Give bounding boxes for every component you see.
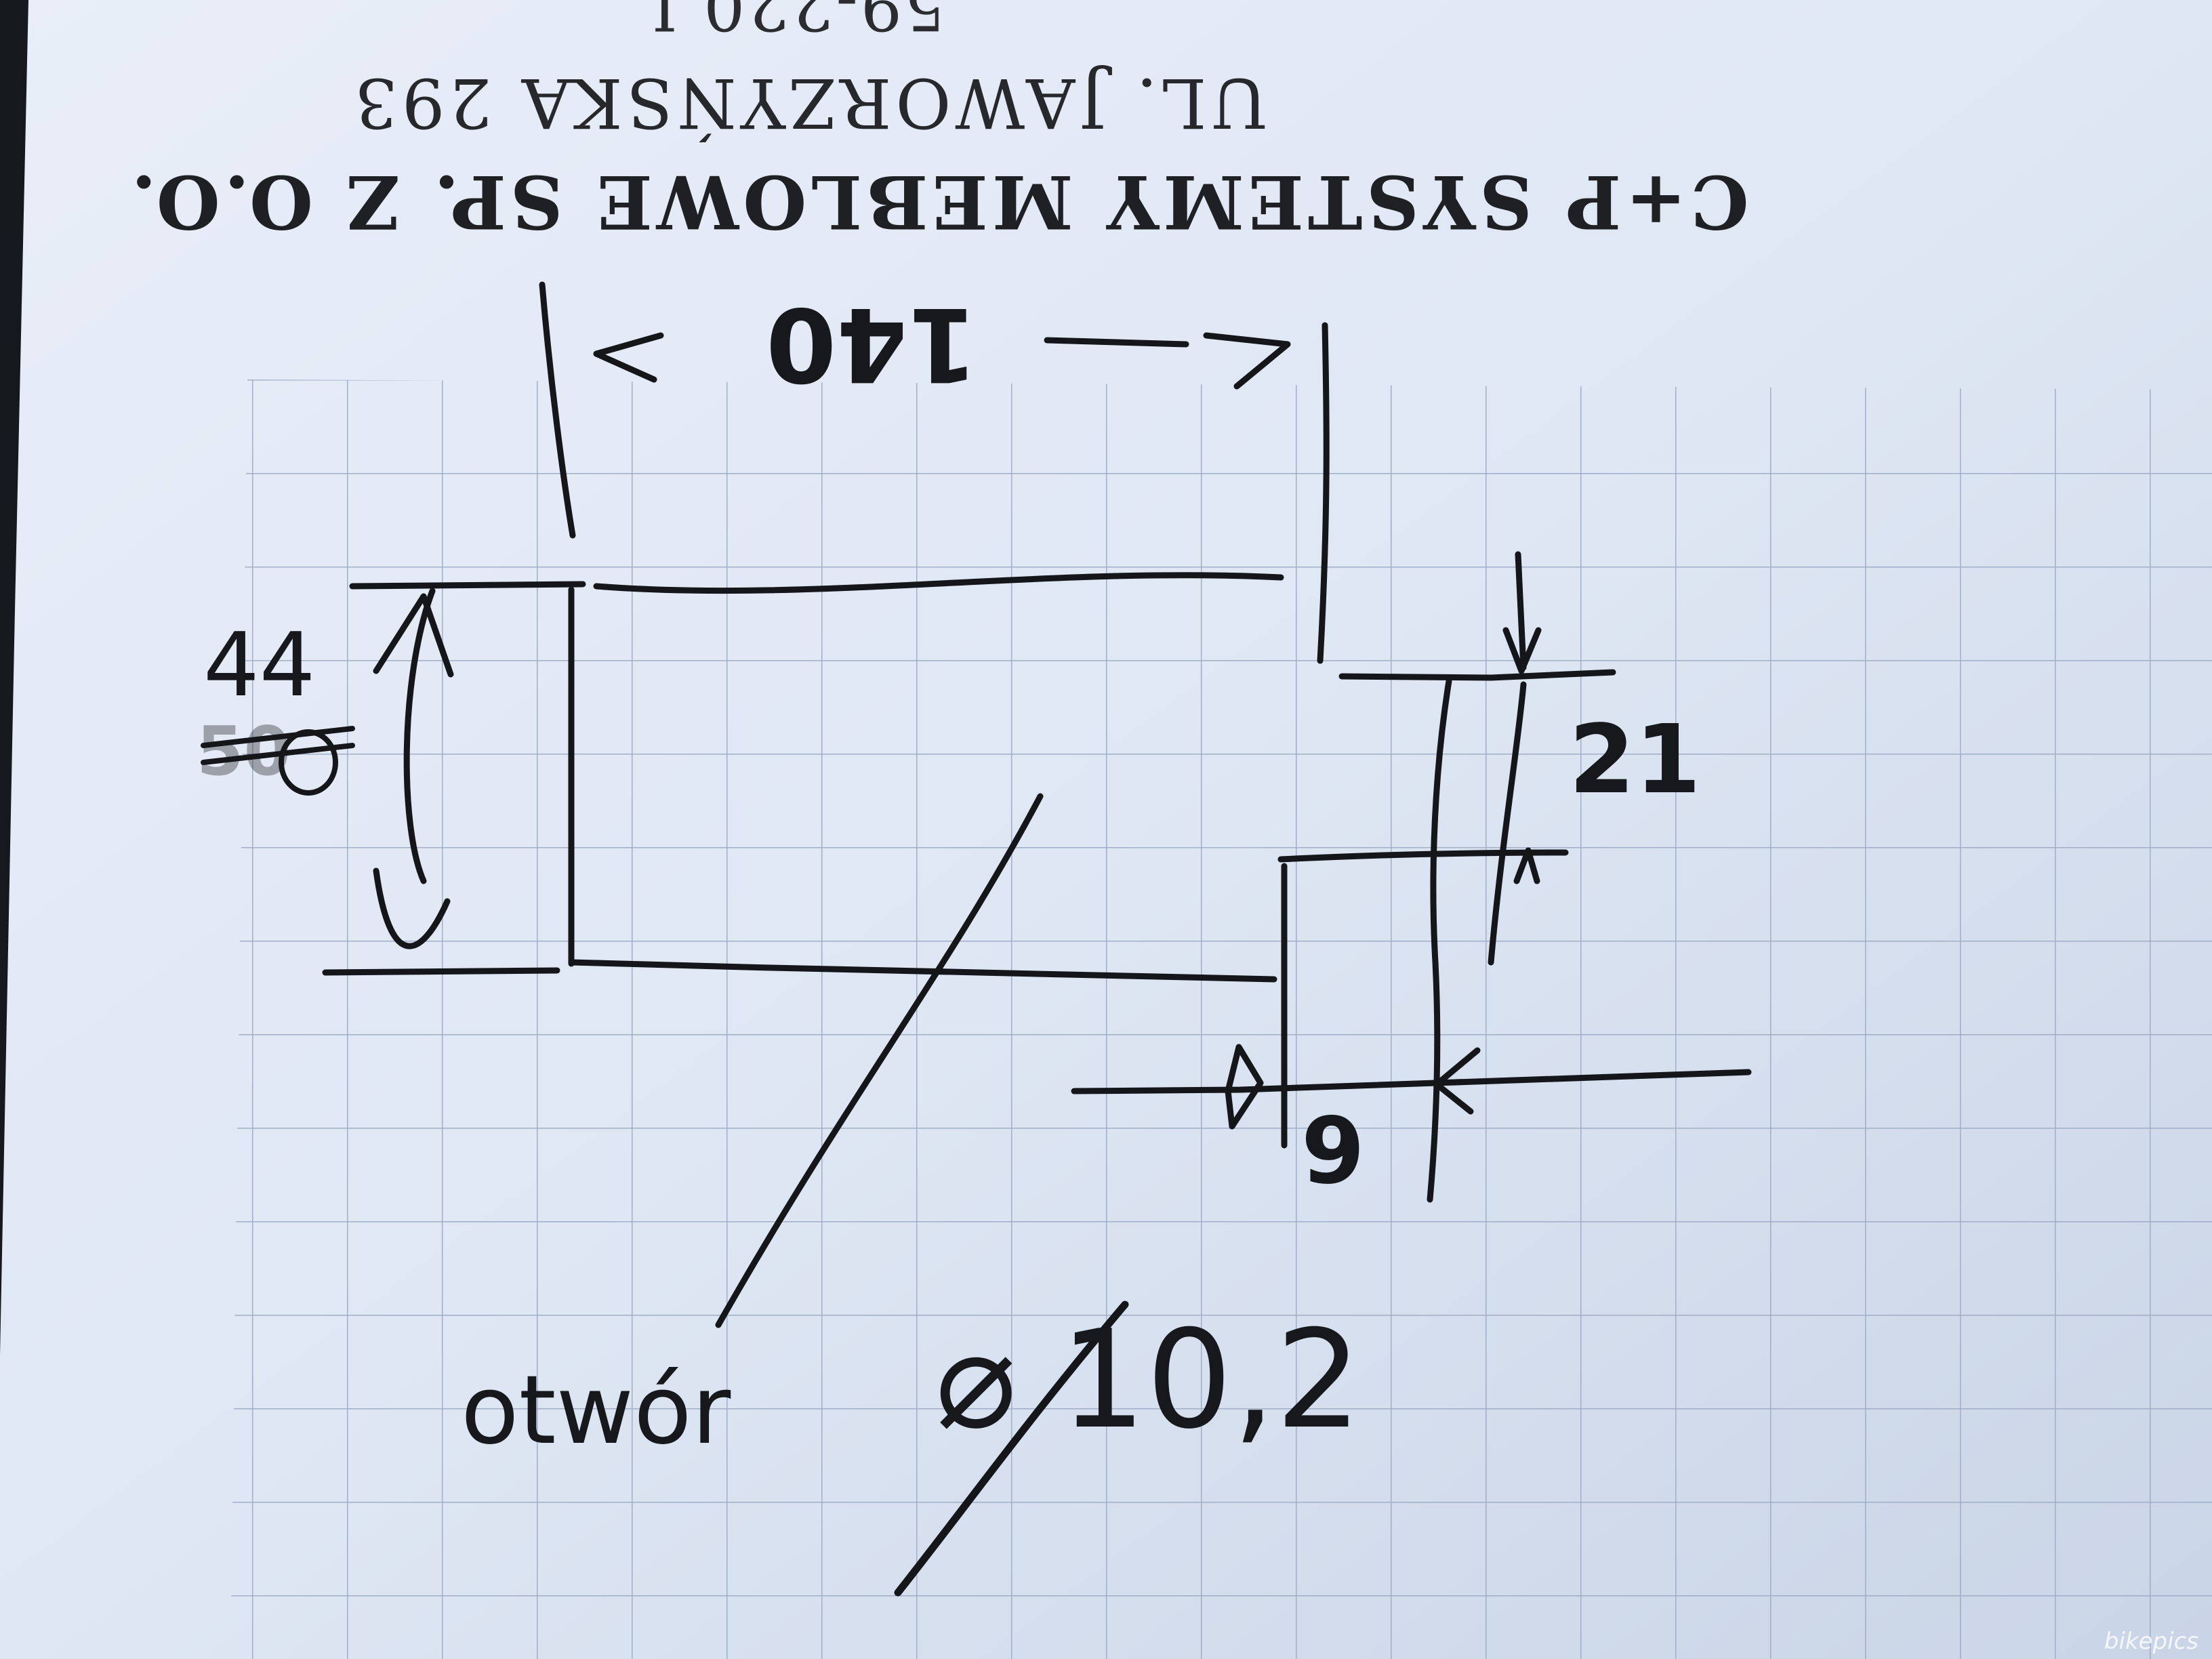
dim-9-label: 9 xyxy=(1301,1098,1365,1204)
body-top-edge xyxy=(593,572,1284,594)
hole-label: otwór xyxy=(461,1355,731,1466)
dim-44-bottom-hook xyxy=(373,867,451,949)
dim-140-right-extension xyxy=(1317,322,1330,664)
dim-9-baseline xyxy=(1071,1069,1752,1094)
dim-21-label: 21 xyxy=(1569,705,1701,815)
diameter-slash xyxy=(894,1300,1129,1597)
notch-top-ref xyxy=(1338,669,1616,681)
dim-21-arrow-line xyxy=(1488,681,1527,966)
dim-140-label: 140 xyxy=(766,285,979,403)
leader-line xyxy=(715,793,1044,1328)
grid-paper xyxy=(230,380,2212,1659)
dim-44-top-arrow xyxy=(373,593,454,678)
watermark-logo: bikepics xyxy=(2104,1628,2198,1655)
body-bottom-left-edge xyxy=(322,967,560,976)
body-top-left-edge xyxy=(349,581,586,590)
sketch-drawing xyxy=(322,281,1752,1328)
dim-140-left-arrow xyxy=(593,332,664,383)
notch-top-edge xyxy=(1277,849,1569,863)
dim-50-crossed-label: 50 xyxy=(197,712,291,791)
dim-44-label: 44 xyxy=(203,613,316,716)
dim-9-left-arrow xyxy=(1225,1044,1264,1130)
dim-140-dash xyxy=(1044,337,1189,348)
notch-inner-edge xyxy=(1427,678,1452,1203)
hole-diameter-label: ⌀ 10,2 xyxy=(935,1301,1362,1459)
body-bottom-edge xyxy=(568,959,1277,983)
dim-140-right-arrow xyxy=(1203,332,1291,390)
crossed-out-value xyxy=(201,726,355,796)
dim-140-left-extension xyxy=(539,281,576,539)
dim-44-arc xyxy=(403,588,436,884)
dim-21-top-arrow xyxy=(1502,551,1542,674)
dim-9-right-arrow xyxy=(1433,1047,1481,1115)
dim-21-bottom-arrow xyxy=(1513,847,1540,884)
